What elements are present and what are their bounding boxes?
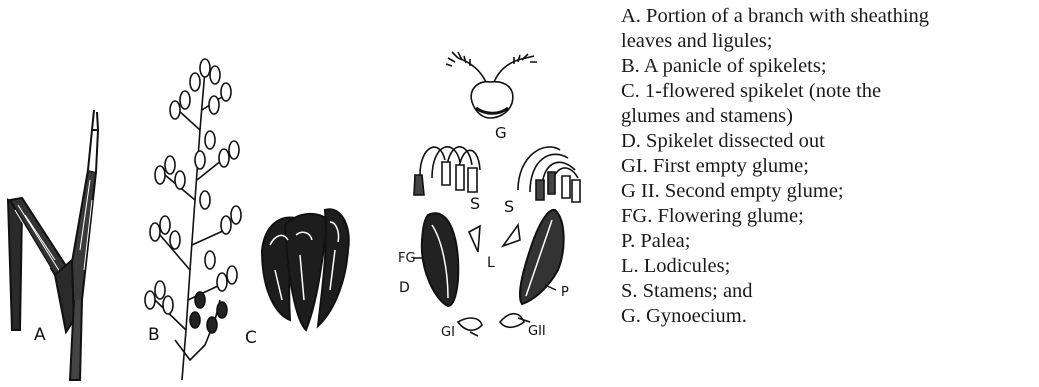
drawing-s-stamens-right — [518, 147, 580, 202]
drawing-p-palea — [520, 210, 564, 304]
legend-line: GI. First empty glume; — [621, 154, 1031, 179]
label-c: C — [245, 328, 257, 348]
label-a: A — [34, 325, 46, 345]
legend-line: FG. Flowering glume; — [621, 204, 1031, 229]
drawing-s-stamens-left — [414, 147, 480, 195]
label-b: B — [148, 325, 160, 345]
drawing-gi-first-empty-glume — [458, 318, 482, 336]
legend-line: C. 1-flowered spikelet (note the — [621, 79, 1031, 104]
label-s-left: S — [470, 194, 480, 213]
drawing-a-branch — [8, 110, 98, 380]
legend-line: leaves and ligules; — [621, 29, 1031, 54]
label-l: L — [487, 255, 495, 271]
legend-line: G. Gynoecium. — [621, 304, 1031, 329]
label-p: P — [561, 285, 569, 300]
label-d: D — [399, 280, 410, 296]
drawing-g-gynoecium — [446, 52, 537, 118]
label-gii: GII — [528, 324, 546, 339]
drawing-fg-flowering-glume — [422, 213, 458, 306]
label-fg: FG — [398, 251, 416, 266]
drawing-c-spikelet — [262, 209, 349, 330]
legend-line: A. Portion of a branch with sheathing — [621, 4, 1031, 29]
botanical-figure: A B C G S S FG D L P GI GII — [0, 0, 600, 387]
legend-line: L. Lodicules; — [621, 254, 1031, 279]
legend-line: D. Spikelet dissected out — [621, 129, 1031, 154]
label-g: G — [495, 124, 507, 142]
legend-line: S. Stamens; and — [621, 279, 1031, 304]
label-s-right: S — [504, 197, 514, 216]
legend-line: glumes and stamens) — [621, 104, 1031, 129]
legend-line: G II. Second empty glume; — [621, 179, 1031, 204]
legend-line: B. A panicle of spikelets; — [621, 54, 1031, 79]
legend-line: P. Palea; — [621, 229, 1031, 254]
legend: A. Portion of a branch with sheathing le… — [621, 4, 1031, 329]
label-gi: GI — [441, 325, 455, 340]
drawing-l-lodicules — [469, 225, 520, 252]
drawing-gii-second-empty-glume — [500, 314, 530, 328]
